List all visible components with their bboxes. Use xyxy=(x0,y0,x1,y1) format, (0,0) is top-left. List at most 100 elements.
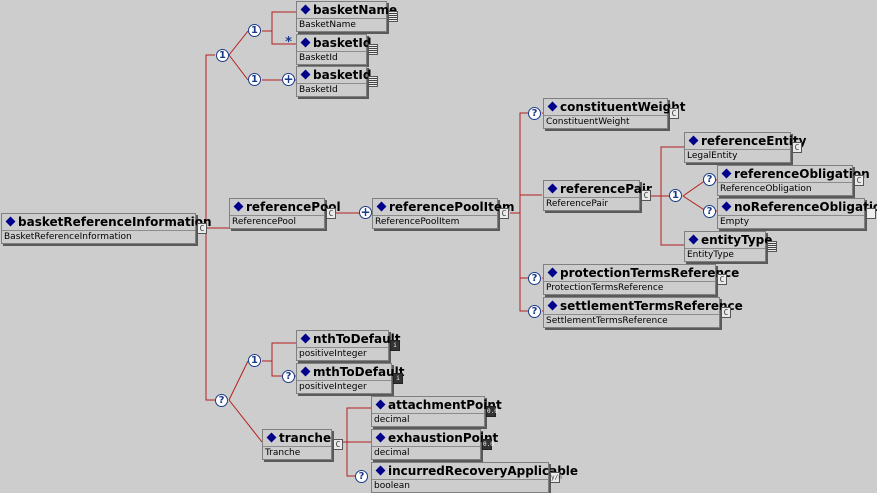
node-entityType[interactable]: entityType EntityType xyxy=(684,231,777,262)
element-icon xyxy=(547,300,558,311)
node-noReferenceObligation[interactable]: noReferenceObligation Empty xyxy=(717,198,877,229)
decimal-type-icon[interactable]: 0.0 xyxy=(486,406,498,417)
compositor-icon[interactable]: 1 xyxy=(248,24,261,37)
node-basketReferenceInformation[interactable]: basketReferenceInformation BasketReferen… xyxy=(1,213,212,244)
element-icon xyxy=(375,465,386,476)
cardinality-plus-icon: + xyxy=(359,205,372,219)
complex-type-icon[interactable]: C xyxy=(326,208,336,219)
node-name: tranche xyxy=(279,431,332,445)
node-referencePair[interactable]: referencePair ReferencePair C xyxy=(543,180,652,211)
node-name: exhaustionPoint xyxy=(388,431,499,445)
node-type: BasketName xyxy=(299,20,356,30)
compositor-icon[interactable]: 1 xyxy=(216,49,229,62)
complex-type-icon[interactable]: C xyxy=(854,175,864,186)
complex-type-icon[interactable]: C xyxy=(499,208,509,219)
simple-type-icon[interactable] xyxy=(368,76,378,87)
element-icon xyxy=(300,69,311,80)
element-icon xyxy=(721,201,732,212)
node-type: LegalEntity xyxy=(687,151,738,161)
node-tranche[interactable]: tranche Tranche C xyxy=(262,429,343,460)
node-referenceObligation[interactable]: referenceObligation ReferenceObligation … xyxy=(717,165,870,196)
node-basketId-2[interactable]: basketId BasketId xyxy=(296,66,378,97)
node-name: constituentWeight xyxy=(560,100,686,114)
complex-type-icon[interactable]: C xyxy=(333,439,343,450)
optional-icon[interactable]: ? xyxy=(282,370,295,383)
optional-icon[interactable]: ? xyxy=(703,205,716,218)
node-type: ReferencePoolItem xyxy=(375,217,460,227)
node-protectionTermsReference[interactable]: protectionTermsReference ProtectionTerms… xyxy=(543,264,739,295)
node-name: noReferenceObligation xyxy=(734,200,877,214)
optional-icon[interactable]: ? xyxy=(528,272,541,285)
element-icon xyxy=(721,168,732,179)
simple-type-icon[interactable] xyxy=(388,11,398,22)
node-constituentWeight[interactable]: constituentWeight ConstituentWeight C xyxy=(543,98,686,129)
complex-type-icon[interactable]: C xyxy=(197,223,207,234)
node-name: protectionTermsReference xyxy=(560,266,740,280)
node-attachmentPoint[interactable]: attachmentPoint decimal 0.0 xyxy=(371,396,502,427)
complex-type-icon[interactable]: C xyxy=(792,142,802,153)
node-referenceEntity[interactable]: referenceEntity LegalEntity C xyxy=(684,132,806,163)
node-name: referencePair xyxy=(560,182,652,196)
element-icon xyxy=(300,333,311,344)
node-referencePool[interactable]: referencePool ReferencePool C xyxy=(229,198,341,229)
node-type: EntityType xyxy=(687,250,734,260)
element-icon xyxy=(5,216,16,227)
element-icon xyxy=(376,201,387,212)
node-name: basketReferenceInformation xyxy=(18,215,212,229)
element-icon xyxy=(300,4,311,15)
node-name: attachmentPoint xyxy=(388,398,502,412)
node-type: decimal xyxy=(374,448,410,458)
node-type: boolean xyxy=(374,481,410,491)
node-type: ConstituentWeight xyxy=(546,117,630,127)
node-name: nthToDefault xyxy=(313,332,401,346)
optional-icon[interactable]: ? xyxy=(215,394,228,407)
decimal-type-icon[interactable]: 0.0 xyxy=(482,439,494,450)
optional-icon[interactable]: ? xyxy=(528,305,541,318)
node-exhaustionPoint[interactable]: exhaustionPoint decimal 0.0 xyxy=(371,429,498,460)
node-referencePoolItem[interactable]: referencePoolItem ReferencePoolItem C xyxy=(372,198,515,229)
boolean-type-icon[interactable]: y/n xyxy=(550,472,562,483)
optional-icon[interactable]: ? xyxy=(703,173,716,186)
node-nthToDefault[interactable]: nthToDefault positiveInteger i xyxy=(296,330,400,361)
node-type: BasketId xyxy=(299,53,338,63)
node-type: Empty xyxy=(720,217,750,227)
element-icon xyxy=(547,101,558,112)
info-icon[interactable]: i xyxy=(393,373,403,384)
element-icon xyxy=(266,432,277,443)
cardinality-plus-icon: + xyxy=(282,72,295,86)
node-basketName[interactable]: basketName BasketName xyxy=(296,1,398,32)
node-incurredRecoveryApplicable[interactable]: incurredRecoveryApplicable boolean y/n xyxy=(371,462,578,493)
node-type: ReferencePair xyxy=(546,199,609,209)
simple-type-icon[interactable] xyxy=(767,241,777,252)
node-basketId[interactable]: basketId BasketId xyxy=(296,34,378,65)
node-name: settlementTermsReference xyxy=(560,299,743,313)
compositor-icon[interactable]: 1 xyxy=(669,189,682,202)
node-type: BasketId xyxy=(299,85,338,95)
node-name: basketId xyxy=(313,36,372,50)
complex-type-icon[interactable]: C xyxy=(669,108,679,119)
element-icon xyxy=(688,135,699,146)
cardinality-star-icon: * xyxy=(285,35,292,50)
node-mthToDefault[interactable]: mthToDefault positiveInteger i xyxy=(296,363,404,394)
optional-icon[interactable]: ? xyxy=(528,107,541,120)
info-icon[interactable]: i xyxy=(390,340,400,351)
complex-type-icon[interactable]: C xyxy=(721,307,731,318)
complex-type-icon[interactable]: C xyxy=(717,274,727,285)
node-type: ReferenceObligation xyxy=(720,184,812,194)
complex-type-icon[interactable]: C xyxy=(641,190,651,201)
optional-icon[interactable]: ? xyxy=(355,470,368,483)
node-settlementTermsReference[interactable]: settlementTermsReference SettlementTerms… xyxy=(543,297,743,328)
simple-type-icon[interactable] xyxy=(368,44,378,55)
node-type: positiveInteger xyxy=(299,382,367,392)
node-name: referencePoolItem xyxy=(389,200,515,214)
compositor-icon[interactable]: 1 xyxy=(248,354,261,367)
element-icon xyxy=(547,267,558,278)
empty-type-icon[interactable] xyxy=(866,208,876,219)
element-icon xyxy=(547,183,558,194)
node-name: entityType xyxy=(701,233,773,247)
node-type: Tranche xyxy=(265,448,301,458)
element-icon xyxy=(688,234,699,245)
element-icon xyxy=(375,432,386,443)
compositor-icon[interactable]: 1 xyxy=(248,73,261,86)
